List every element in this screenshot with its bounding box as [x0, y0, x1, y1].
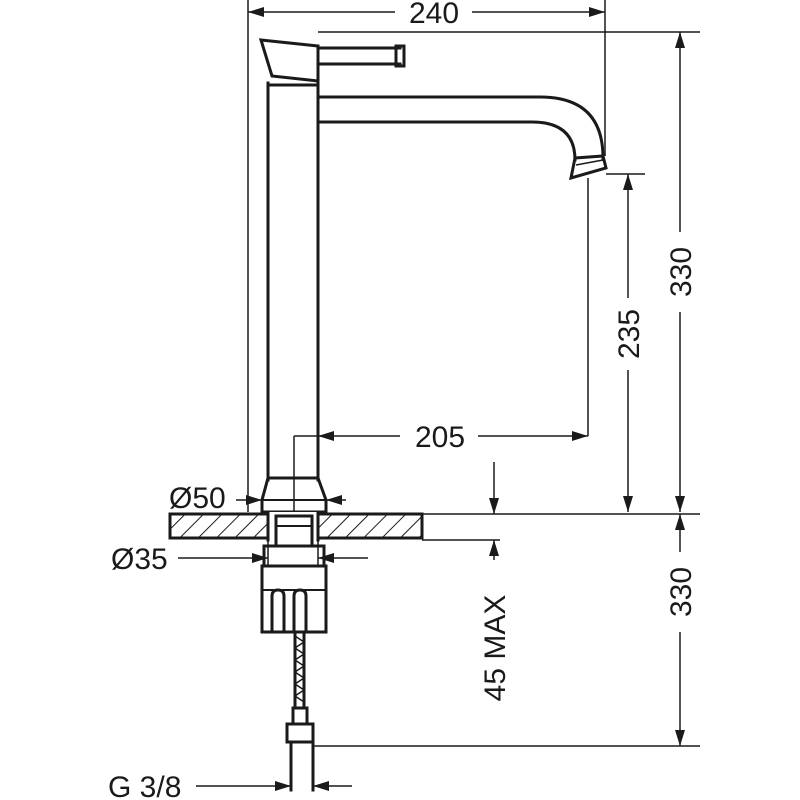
label-spout-reach: 205 — [415, 421, 465, 454]
lever-handle — [258, 38, 406, 83]
dimension-hose-length: 330 — [313, 513, 700, 747]
dimension-total-height: 330 — [318, 31, 700, 512]
label-hose-length: 330 — [665, 567, 698, 617]
mounting-shank — [260, 514, 328, 634]
label-hole-diameter: Ø35 — [111, 543, 168, 576]
label-base-diameter: Ø50 — [169, 482, 226, 515]
dimension-spout-reach-total: 240 — [247, 0, 606, 512]
faucet-body — [258, 38, 608, 514]
label-connection-thread: G 3/8 — [108, 771, 181, 800]
label-max-deck-thickness: 45 MAX — [479, 595, 512, 702]
dimension-spout-reach: 205 — [293, 178, 589, 512]
dimension-hole-diameter: Ø35 — [111, 540, 368, 576]
spout — [316, 95, 608, 181]
dimension-base-diameter: Ø50 — [169, 482, 346, 515]
dimension-max-deck-thickness: 45 MAX — [422, 462, 512, 701]
label-total-height: 330 — [665, 247, 698, 297]
label-spout-reach-total: 240 — [409, 0, 459, 30]
column — [266, 81, 320, 482]
flexible-hose — [285, 630, 315, 792]
dimension-spout-clearance: 235 — [606, 173, 646, 512]
label-spout-clearance: 235 — [613, 309, 646, 359]
dimension-connection-thread: G 3/8 — [108, 771, 352, 800]
